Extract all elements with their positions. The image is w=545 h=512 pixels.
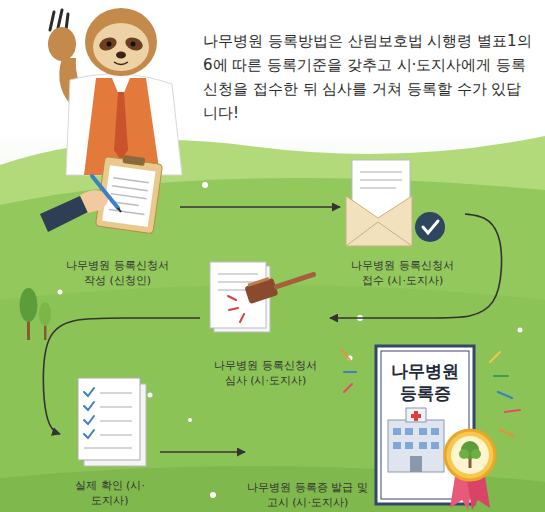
sloth-character (48, 8, 182, 175)
step-text: 나무병원 등록신청서 접수 (시·도지사) (345, 258, 460, 288)
process-step: 나무병원 등록신청서 접수 (시·도지사) (340, 155, 465, 288)
process-step: 나무병원 등록신청서 심사 (시·도지사) (200, 258, 330, 388)
received-document-illustration (346, 160, 445, 246)
checklist-illustration (78, 378, 146, 466)
step-caption: 나무병원 등록신청서 접수 (시·도지사) (345, 258, 460, 288)
flow-arrow (160, 451, 245, 453)
step-text: 나무병원 등록증 발급 및 고시 (시·도지사) (245, 480, 370, 510)
step-caption: 나무병원 등록증 발급 및 고시 (시·도지사) (245, 480, 370, 510)
front-hill (0, 178, 545, 512)
step-caption: 나무병원 등록신청서 작성 (신청인) (60, 258, 175, 288)
flow-arrow (43, 318, 200, 434)
process-step: 실제 확인 (시·도지사) (60, 378, 160, 508)
step-text: 나무병원 등록신청서 심사 (시·도지사) (208, 358, 323, 388)
mid-hill (0, 285, 545, 512)
flow-arrow (330, 214, 502, 318)
step-caption: 나무병원 등록신청서 심사 (시·도지사) (208, 358, 323, 388)
certificate-title: 나무병원 등록증 (384, 360, 466, 404)
trees (20, 288, 52, 340)
speech-text: 나무병원 등록방법은 산림보호법 시행령 별표1의6에 따른 등록기준을 갖추고… (203, 29, 535, 125)
step-text: 나무병원 등록신청서 작성 (신청인) (60, 258, 175, 288)
gavel-illustration (210, 262, 318, 332)
back-hill (0, 136, 545, 512)
clipboard-illustration (40, 152, 163, 233)
certificate-illustration (376, 346, 495, 510)
step-caption: 실제 확인 (시·도지사) (72, 478, 148, 508)
flow-arrow (180, 206, 340, 208)
step-text: 실제 확인 (시·도지사) (72, 478, 148, 508)
process-step: 나무병원 등록신청서 작성 (신청인) (55, 158, 180, 288)
